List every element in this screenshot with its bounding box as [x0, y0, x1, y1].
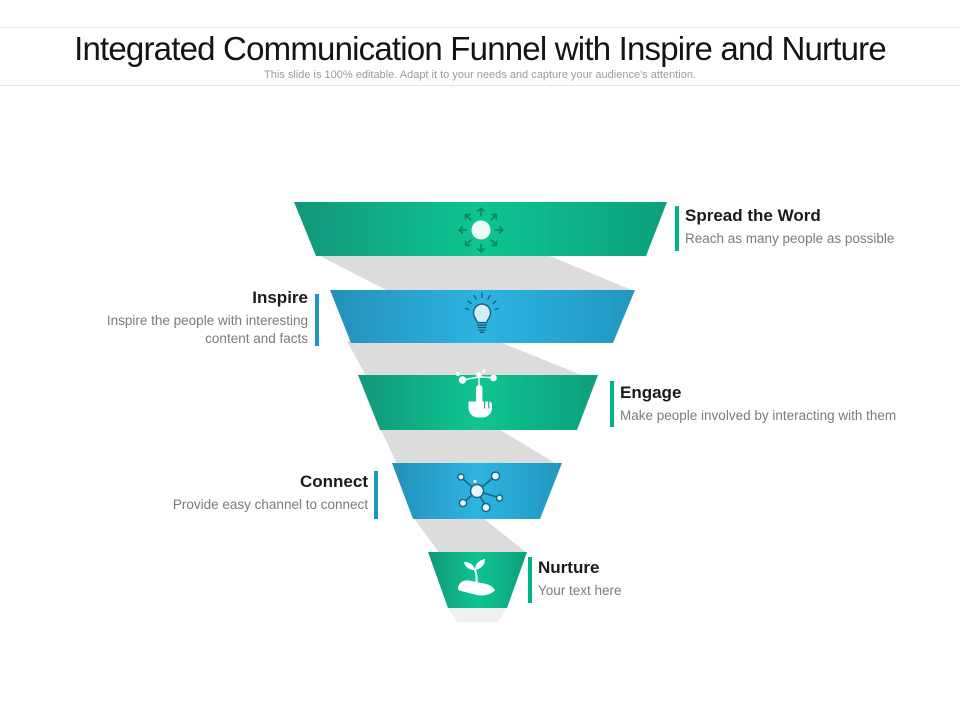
spread-arrows-icon [458, 207, 504, 253]
stage-accent-bar [675, 206, 679, 251]
stage-accent-bar [315, 294, 319, 346]
funnel-connector [380, 428, 560, 466]
funnel-connector [347, 341, 584, 376]
stage-title: Inspire [252, 288, 308, 307]
funnel-connector [316, 254, 634, 291]
stage-description: Reach as many people as possible [685, 231, 895, 246]
stage-description: Provide easy channel to connect [172, 497, 368, 512]
slide-subtitle: This slide is 100% editable. Adapt it to… [264, 69, 696, 81]
stage-title: Connect [300, 472, 368, 491]
stage-description: Your text here [538, 583, 622, 598]
funnel-connector [413, 517, 528, 554]
stage-label-nurture: Nurture Your text here [538, 558, 738, 600]
network-nodes-icon [457, 471, 504, 513]
stage-description: Make people involved by interacting with… [620, 408, 897, 423]
stage-label-connect: Connect Provide easy channel to connect [148, 472, 368, 514]
page-title: Integrated Communication Funnel with Ins… [74, 30, 887, 67]
hand-sprout-icon [458, 559, 495, 596]
stage-label-inspire: Inspire Inspire the people with interest… [88, 288, 308, 348]
slide-header: Integrated Communication Funnel with Ins… [0, 27, 960, 86]
stage-title: Engage [620, 383, 682, 402]
stage-accent-bar [374, 471, 378, 519]
touch-network-icon [455, 369, 497, 418]
stage-accent-bar [528, 557, 532, 603]
stage-description: Inspire the people with interesting cont… [106, 313, 308, 346]
stage-label-spread: Spread the Word Reach as many people as … [685, 206, 945, 248]
stage-accent-bar [610, 381, 614, 427]
stage-title: Spread the Word [685, 206, 821, 225]
stage-title: Nurture [538, 558, 600, 577]
stage-label-engage: Engage Make people involved by interacti… [620, 383, 940, 425]
light-bulb-icon [464, 292, 500, 333]
funnel-outlet-shadow [448, 608, 507, 622]
